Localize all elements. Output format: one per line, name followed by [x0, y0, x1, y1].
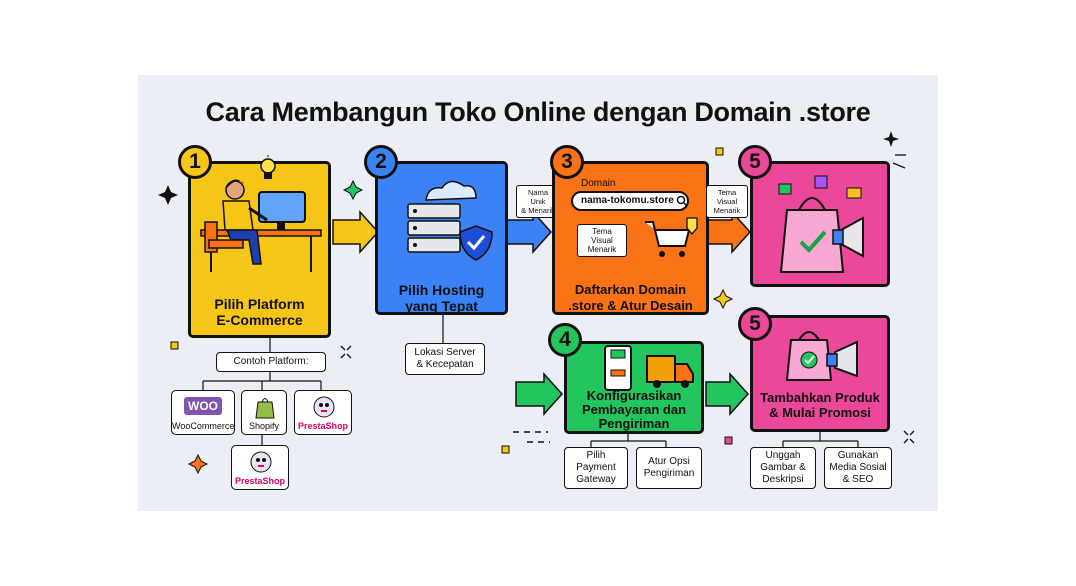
platform-prestashop-2[interactable]: PrestaShop	[231, 445, 289, 490]
step-3-number-badge: 3	[550, 145, 584, 179]
platform-heading: Contoh Platform:	[216, 352, 326, 372]
step-1-card: Pilih Platform E-Commerce	[188, 161, 331, 338]
prestashop-logo-icon	[250, 451, 272, 473]
smartphone-icon	[604, 345, 694, 391]
step-5-bottom-number-badge: 5	[738, 307, 772, 341]
search-icon	[676, 195, 688, 207]
platform-name: PrestaShop	[297, 421, 348, 431]
step-4-label: Konfigurasikan Pembayaran dan Pengiriman	[581, 388, 687, 431]
cloud-icon	[425, 180, 477, 201]
payment-note-shipping: Atur Opsi Pengiriman	[636, 447, 702, 489]
decor-square	[170, 341, 179, 350]
platform-shopify[interactable]: Shopify	[241, 390, 287, 435]
step-2-number-badge: 2	[364, 145, 398, 179]
promo-note-upload: Unggah Gambar & Deskripsi	[750, 447, 816, 489]
person-at-desk-icon	[200, 179, 322, 272]
domain-value: nama-tokomu.store	[581, 195, 674, 206]
promo-note-social: Gunakan Media Sosial & SEO	[824, 447, 892, 489]
tag-tema-visual: Tema Visual Menarik	[706, 185, 748, 218]
delivery-truck-icon	[646, 355, 676, 383]
connector-layer	[158, 131, 915, 475]
platform-woocommerce[interactable]: WOO WooCommerce	[171, 390, 235, 435]
shopping-bag-icon	[778, 175, 864, 273]
woocommerce-logo: WOO	[184, 397, 222, 415]
step-2-card: Pilih Hosting yang Tepat	[375, 161, 508, 315]
step-5-top-card	[750, 161, 890, 287]
sparkle-icon	[712, 288, 734, 310]
decor-square	[715, 147, 724, 156]
step-5-top-number-badge: 5	[738, 145, 772, 179]
diagram-canvas: Cara Membangun Toko Online dengan Domain…	[138, 75, 938, 511]
arrow-step3-to-step5	[707, 210, 752, 254]
arrow-step2-to-step3	[505, 210, 553, 254]
dashed-lines	[513, 431, 550, 443]
sparkle-icon	[883, 131, 899, 147]
sparkle-icon	[158, 185, 178, 205]
lightbulb-icon	[260, 155, 276, 179]
arrow-into-step4	[515, 372, 564, 416]
decor-burst	[340, 154, 915, 444]
megaphone-icon	[834, 340, 858, 378]
shopify-bag-icon	[255, 398, 275, 419]
step-5-bottom-label: Tambahkan Produk & Mulai Promosi	[760, 390, 880, 420]
step-1-label: Pilih Platform E-Commerce	[214, 296, 305, 328]
shield-check-icon	[459, 225, 493, 261]
step-4-card: Konfigurasikan Pembayaran dan Pengiriman	[564, 341, 704, 434]
decor-square	[501, 445, 510, 454]
platform-name: PrestaShop	[234, 476, 285, 486]
sparkle-icon	[342, 179, 364, 201]
arrow-step4-to-step5	[705, 372, 750, 416]
decor-square	[724, 436, 733, 445]
domain-input[interactable]: nama-tokomu.store	[571, 191, 689, 211]
step-2-label: Pilih Hosting yang Tepat	[398, 282, 485, 314]
arrow-step1-to-step2	[332, 210, 380, 254]
step-5-bottom-card: Tambahkan Produk & Mulai Promosi	[750, 315, 890, 432]
sparkle-icon	[187, 453, 209, 475]
platform-name: Shopify	[248, 421, 280, 431]
step-3-label: Daftarkan Domain .store & Atur Desain	[568, 282, 693, 313]
step-4-number-badge: 4	[548, 323, 582, 357]
payment-note-gateway: Pilih Payment Gateway	[564, 447, 628, 489]
design-note: Tema Visual Menarik	[577, 224, 627, 257]
server-icon	[407, 180, 493, 261]
shopping-bag-icon	[785, 331, 858, 381]
step-1-number-badge: 1	[178, 145, 212, 179]
hosting-note: Lokasi Server & Kecepatan	[405, 343, 485, 375]
diagram-title: Cara Membangun Toko Online dengan Domain…	[205, 97, 871, 127]
prestashop-logo-icon	[313, 396, 335, 418]
domain-heading: Domain	[581, 178, 616, 189]
platform-prestashop[interactable]: PrestaShop	[294, 390, 352, 435]
price-tag-icon	[686, 217, 698, 236]
platform-name: WooCommerce	[172, 421, 235, 431]
shopping-cart-icon	[645, 217, 698, 257]
step-3-card: Domain nama-tokomu.store Tema Visual Men…	[552, 161, 709, 315]
megaphone-icon	[840, 216, 864, 258]
